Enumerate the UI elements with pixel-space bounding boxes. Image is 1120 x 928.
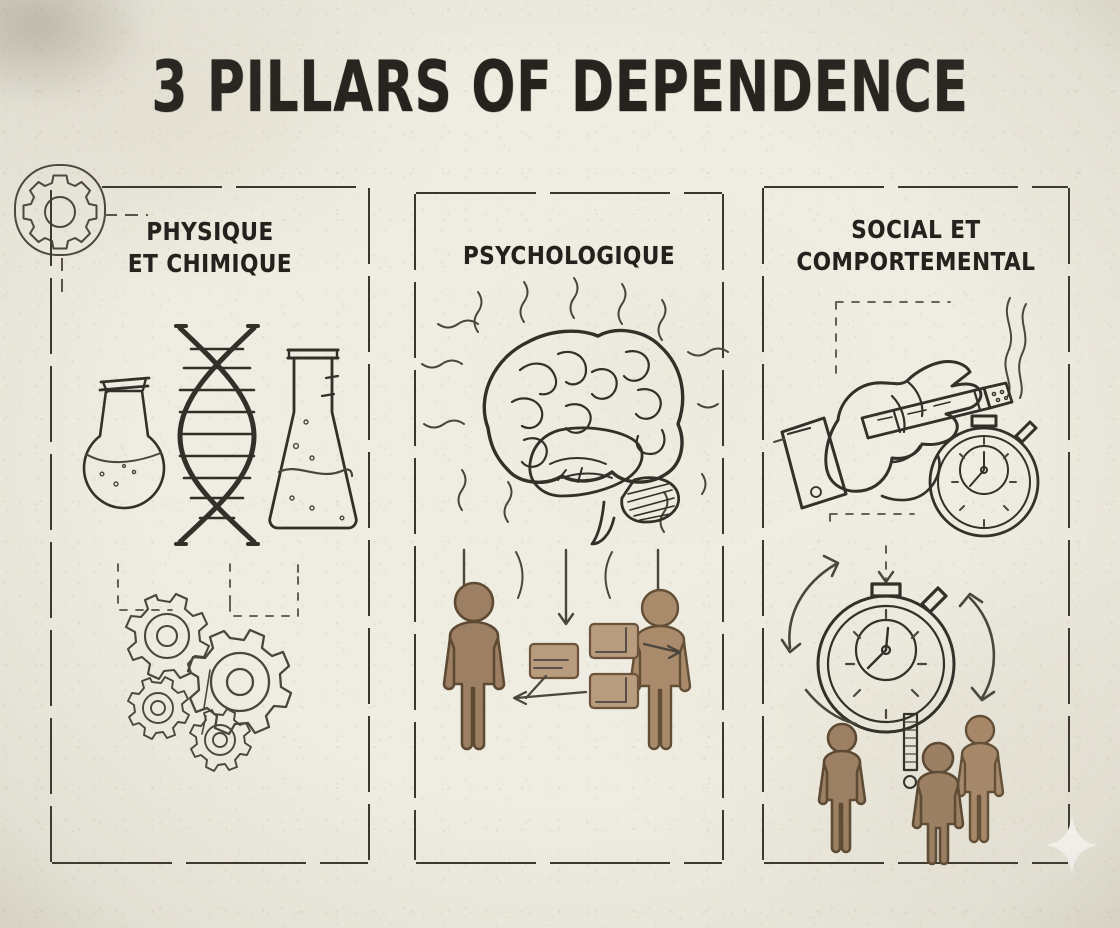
gear-badge (8, 158, 148, 292)
exchange-arrows-icon (512, 642, 682, 706)
corner-smudge (0, 0, 160, 110)
panel-border-right (368, 188, 370, 860)
panel-border-top (764, 186, 1068, 188)
gear-medium-icon (124, 592, 211, 681)
pillar-title-psychologique: PSYCHOLOGIQUE (436, 240, 703, 272)
panel-border-right (1068, 188, 1070, 860)
flask-connectors (102, 563, 332, 630)
brain-illustration (416, 277, 729, 568)
panel-border-left (762, 188, 764, 860)
badge-connector-down (61, 258, 63, 292)
person-figure-a-icon (817, 722, 867, 854)
panel-border-top (416, 192, 722, 194)
pillar-panel-psychologique[interactable]: PSYCHOLOGIQUE (414, 192, 729, 864)
erlenmeyer-flask-icon (268, 348, 358, 530)
energy-waves-icon (421, 277, 729, 533)
message-boxes-icon (528, 622, 640, 710)
smoking-illustration (773, 296, 1064, 538)
panel-border-bottom (52, 862, 368, 864)
pillar-title-line2: COMPORTEMENTAL (796, 246, 1036, 276)
brain-icon (482, 328, 685, 546)
pillar-title-physique: PHYSIQUE ET CHIMIQUE (72, 216, 347, 279)
stopwatch-large-icon (816, 582, 956, 734)
round-bottom-flask-icon (82, 376, 166, 510)
panel-border-left (414, 194, 416, 860)
hand-holding-cigarette-icon (773, 360, 1014, 510)
pillar-panel-physique[interactable]: PHYSIQUE ET CHIMIQUE (50, 186, 370, 864)
pillar-title-line2: ET CHIMIQUE (127, 248, 293, 278)
pillar-title-social: SOCIAL ET COMPORTEMENTAL (784, 214, 1049, 277)
pillar-title-line1: SOCIAL ET (851, 215, 981, 244)
pillar-title-line1: PHYSIQUE (146, 217, 274, 246)
gear-small-left-icon (127, 676, 190, 740)
sparkle-star-icon (1046, 814, 1098, 876)
stopwatch-small-icon (928, 414, 1040, 538)
social-exchange-illustration (438, 578, 704, 774)
page-title: 3 PILLARS OF DEPENDENCE (151, 46, 969, 128)
panel-border-top (102, 186, 370, 188)
person-figure-left-icon (442, 581, 506, 751)
measure-marker-icon (902, 712, 919, 789)
chemistry-illustration (58, 306, 370, 566)
people-group-icon (810, 712, 1030, 866)
panel-border-bottom (764, 862, 1068, 864)
person-figure-b-icon (911, 741, 965, 866)
cycle-arrows-icon (780, 554, 996, 726)
badge-connector-right (104, 214, 148, 216)
pillar-title-line1: PSYCHOLOGIQUE (462, 241, 676, 270)
gears-cluster-icon (110, 590, 350, 780)
gear-icon (13, 163, 107, 257)
cycle-illustration (780, 545, 1052, 754)
smoke-wisps-icon (1004, 297, 1027, 399)
panel-border-right (722, 194, 724, 860)
gear-large-icon (186, 628, 293, 736)
person-figure-right-icon (628, 588, 692, 751)
panel-border-bottom (416, 862, 722, 864)
pillar-panel-social[interactable]: SOCIAL ET COMPORTEMENTAL (762, 186, 1070, 866)
panel-border-left (50, 190, 52, 862)
dna-helix-icon (174, 324, 260, 546)
person-figure-c-icon (955, 714, 1005, 844)
gear-small-bottom-icon (189, 708, 252, 772)
